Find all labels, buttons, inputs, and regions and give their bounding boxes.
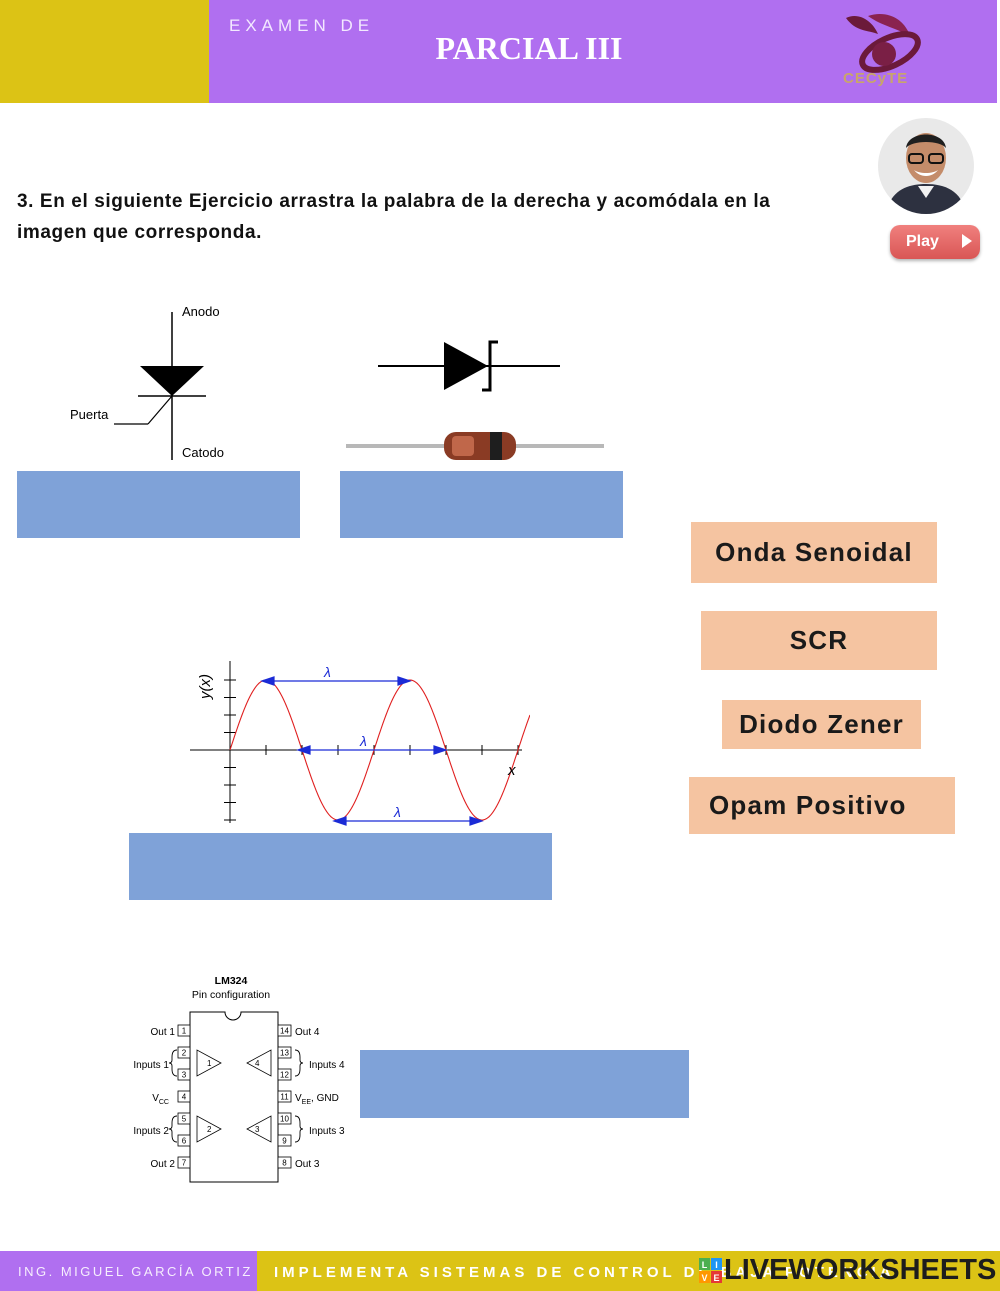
lm324-out2-label: Out 2 [151,1159,176,1170]
lm324-pin-number: 10 [280,1115,289,1124]
lm324-pin-number: 6 [182,1137,187,1146]
svg-text:L: L [702,1260,708,1270]
amp-3-number: 3 [255,1125,260,1134]
lm324-pin-number: 8 [282,1159,287,1168]
liveworksheets-logo-icon: L I V E [699,1258,722,1283]
logo-text: CECyTE [843,70,909,87]
scr-cathode-label: Catodo [182,445,224,460]
lm324-pin-box [177,1134,191,1147]
lm324-pin-box [177,1024,191,1037]
lm324-pin-number: 5 [182,1115,187,1124]
amp-4-number: 4 [255,1059,260,1068]
sine-ylabel: y(x) [197,674,214,700]
word-tile-diodo-zener[interactable]: Diodo Zener [722,700,921,749]
sine-xlabel: x [507,762,516,779]
play-arrow-icon [962,234,972,248]
cecyte-logo [846,14,921,73]
lm324-pin-box [277,1024,292,1037]
question-text: 3. En el siguiente Ejercicio arrastra la… [17,191,771,243]
lm324-pin-number: 3 [182,1071,187,1080]
svg-text:I: I [715,1260,718,1270]
lm324-pin-number: 9 [282,1137,287,1146]
lm324-pin-box [177,1112,191,1125]
amp-1-number: 1 [207,1059,212,1068]
lm324-pin-number: 2 [182,1049,187,1058]
lm324-pin-box [277,1090,292,1103]
lambda-label-bottom: λ [393,804,401,820]
lm324-pin-box [177,1046,191,1059]
lm324-pin-box [277,1156,292,1169]
lm324-vee-label: VEE, GND [295,1093,339,1106]
lm324-pin-number: 4 [182,1093,187,1102]
lm324-subtitle: Pin configuration [192,989,270,1001]
lm324-inputs4-label: Inputs 4 [309,1060,345,1071]
lambda-label-top: λ [323,664,331,680]
svg-text:V: V [701,1273,707,1283]
lm324-pin-number: 11 [280,1093,289,1102]
drop-zone-scr[interactable] [17,471,300,538]
page-title: PARCIAL III [435,30,623,66]
lm324-pin-box [277,1068,292,1081]
liveworksheets-brand[interactable]: LIVEWORKSHEETS [724,1254,997,1286]
lm324-inputs3-label: Inputs 3 [309,1126,345,1137]
lm324-pin-box [277,1134,292,1147]
footer-author: ING. MIGUEL GARCÍA ORTIZ [18,1264,253,1279]
lm324-inputs2-label: Inputs 2 [133,1126,169,1137]
lm324-out3-label: Out 3 [295,1159,320,1170]
lm324-pin-box [277,1046,292,1059]
drop-zone-sine[interactable] [129,833,552,900]
lm324-inputs1-label: Inputs 1 [133,1060,169,1071]
lm324-title: LM324 [215,975,248,987]
lm324-pin-box [177,1068,191,1081]
header-subtitle: EXAMEN DE [229,16,375,35]
lm324-out1-label: Out 1 [151,1027,176,1038]
teacher-avatar [878,118,974,214]
lm324-vcc-label: VCC [152,1093,169,1106]
lm324-pin-box [177,1156,191,1169]
amp-2-number: 2 [207,1125,212,1134]
lm324-pin-box [277,1112,292,1125]
lm324-pin-number: 12 [280,1071,289,1080]
lm324-pin-number: 1 [182,1027,187,1036]
word-tile-onda-senoidal[interactable]: Onda Senoidal [691,522,937,583]
scr-gate-label: Puerta [70,407,109,422]
footer-purple-band [0,1251,257,1291]
lm324-pin-number: 7 [182,1159,187,1168]
footer-course: IMPLEMENTA SISTEMAS DE CONTROL DE BAJA P… [274,1264,895,1281]
scr-symbol-image: Anodo Puerta Catodo [70,304,224,460]
drop-zone-zener[interactable] [340,471,623,538]
word-tile-scr[interactable]: SCR [701,611,937,670]
lm324-pin-number: 14 [280,1027,289,1036]
footer-yellow-band [257,1251,1000,1291]
drop-zone-opam[interactable] [360,1050,689,1118]
scr-anode-label: Anodo [182,304,220,319]
header-yellow-block [0,0,209,103]
lm324-pin-box [177,1090,191,1103]
zener-diode-image [346,340,604,460]
word-tile-opam-positivo[interactable]: Opam Positivo [689,777,955,834]
lambda-label-middle: λ [359,733,367,749]
lm324-pin-number: 13 [280,1049,289,1058]
lm324-out4-label: Out 4 [295,1027,320,1038]
svg-text:E: E [713,1273,719,1283]
sine-wave-image: λ λ λ y(x) x [190,661,530,826]
